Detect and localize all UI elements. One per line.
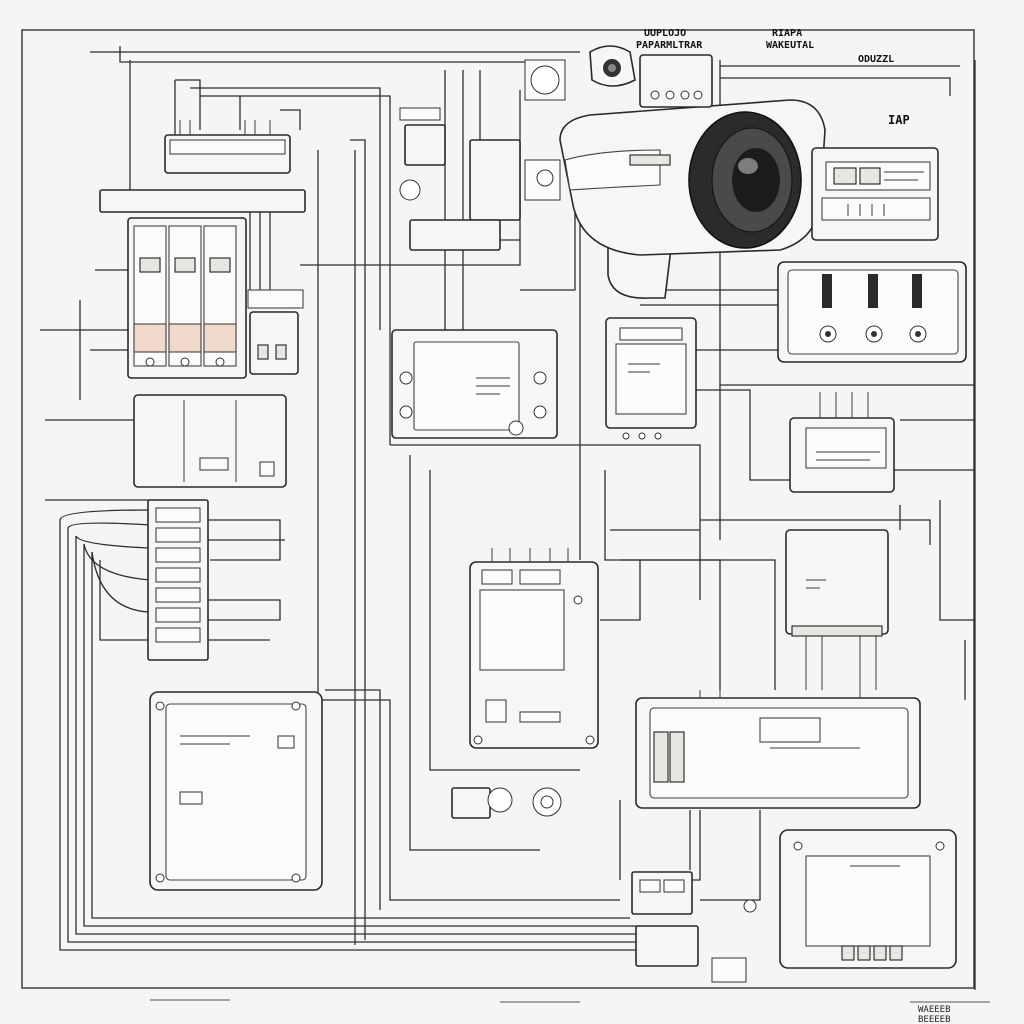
label-top-right-b: WAKEUTAL: [766, 40, 814, 51]
label-top-far-right: ODUZZL: [858, 54, 894, 65]
label-bottom-right-b: BEEEEB: [918, 1015, 951, 1024]
junction-box-right: [785, 529, 889, 690]
label-bottom-right-a: WAEEEB: [918, 1005, 951, 1015]
schematic-frame: [21, 29, 975, 989]
controller-unit-center: [391, 329, 558, 439]
terminal-blocks-bottom: [631, 871, 757, 983]
cctv-camera-icon: [559, 99, 826, 299]
terminal-block-top: [164, 120, 291, 174]
junction-box-large: [149, 691, 323, 891]
display-panel-top-right: [811, 147, 939, 241]
circuit-breaker-panel: [99, 189, 306, 379]
terminal-strip-left: [147, 499, 209, 661]
wire-bundle: [40, 46, 990, 1003]
relay-enclosure-left: [133, 394, 287, 488]
connector-pair-bottom: [451, 787, 562, 819]
relay-right: [789, 392, 895, 493]
label-side-badge: IAP: [888, 113, 910, 127]
distribution-enclosure: [635, 690, 921, 809]
dome-camera-icon: [589, 45, 713, 108]
control-panel-bottom-right: [779, 829, 957, 969]
sensor-modules-top: [399, 59, 566, 251]
label-top-center-a: UUPLOJO: [644, 28, 686, 39]
label-top-right-a: RIAPA: [772, 28, 802, 39]
interface-module: [605, 317, 697, 440]
label-top-center-b: PAPARMLTRAR: [636, 40, 703, 51]
power-supply-center: [469, 548, 599, 749]
switch-panel-right: [777, 261, 967, 363]
